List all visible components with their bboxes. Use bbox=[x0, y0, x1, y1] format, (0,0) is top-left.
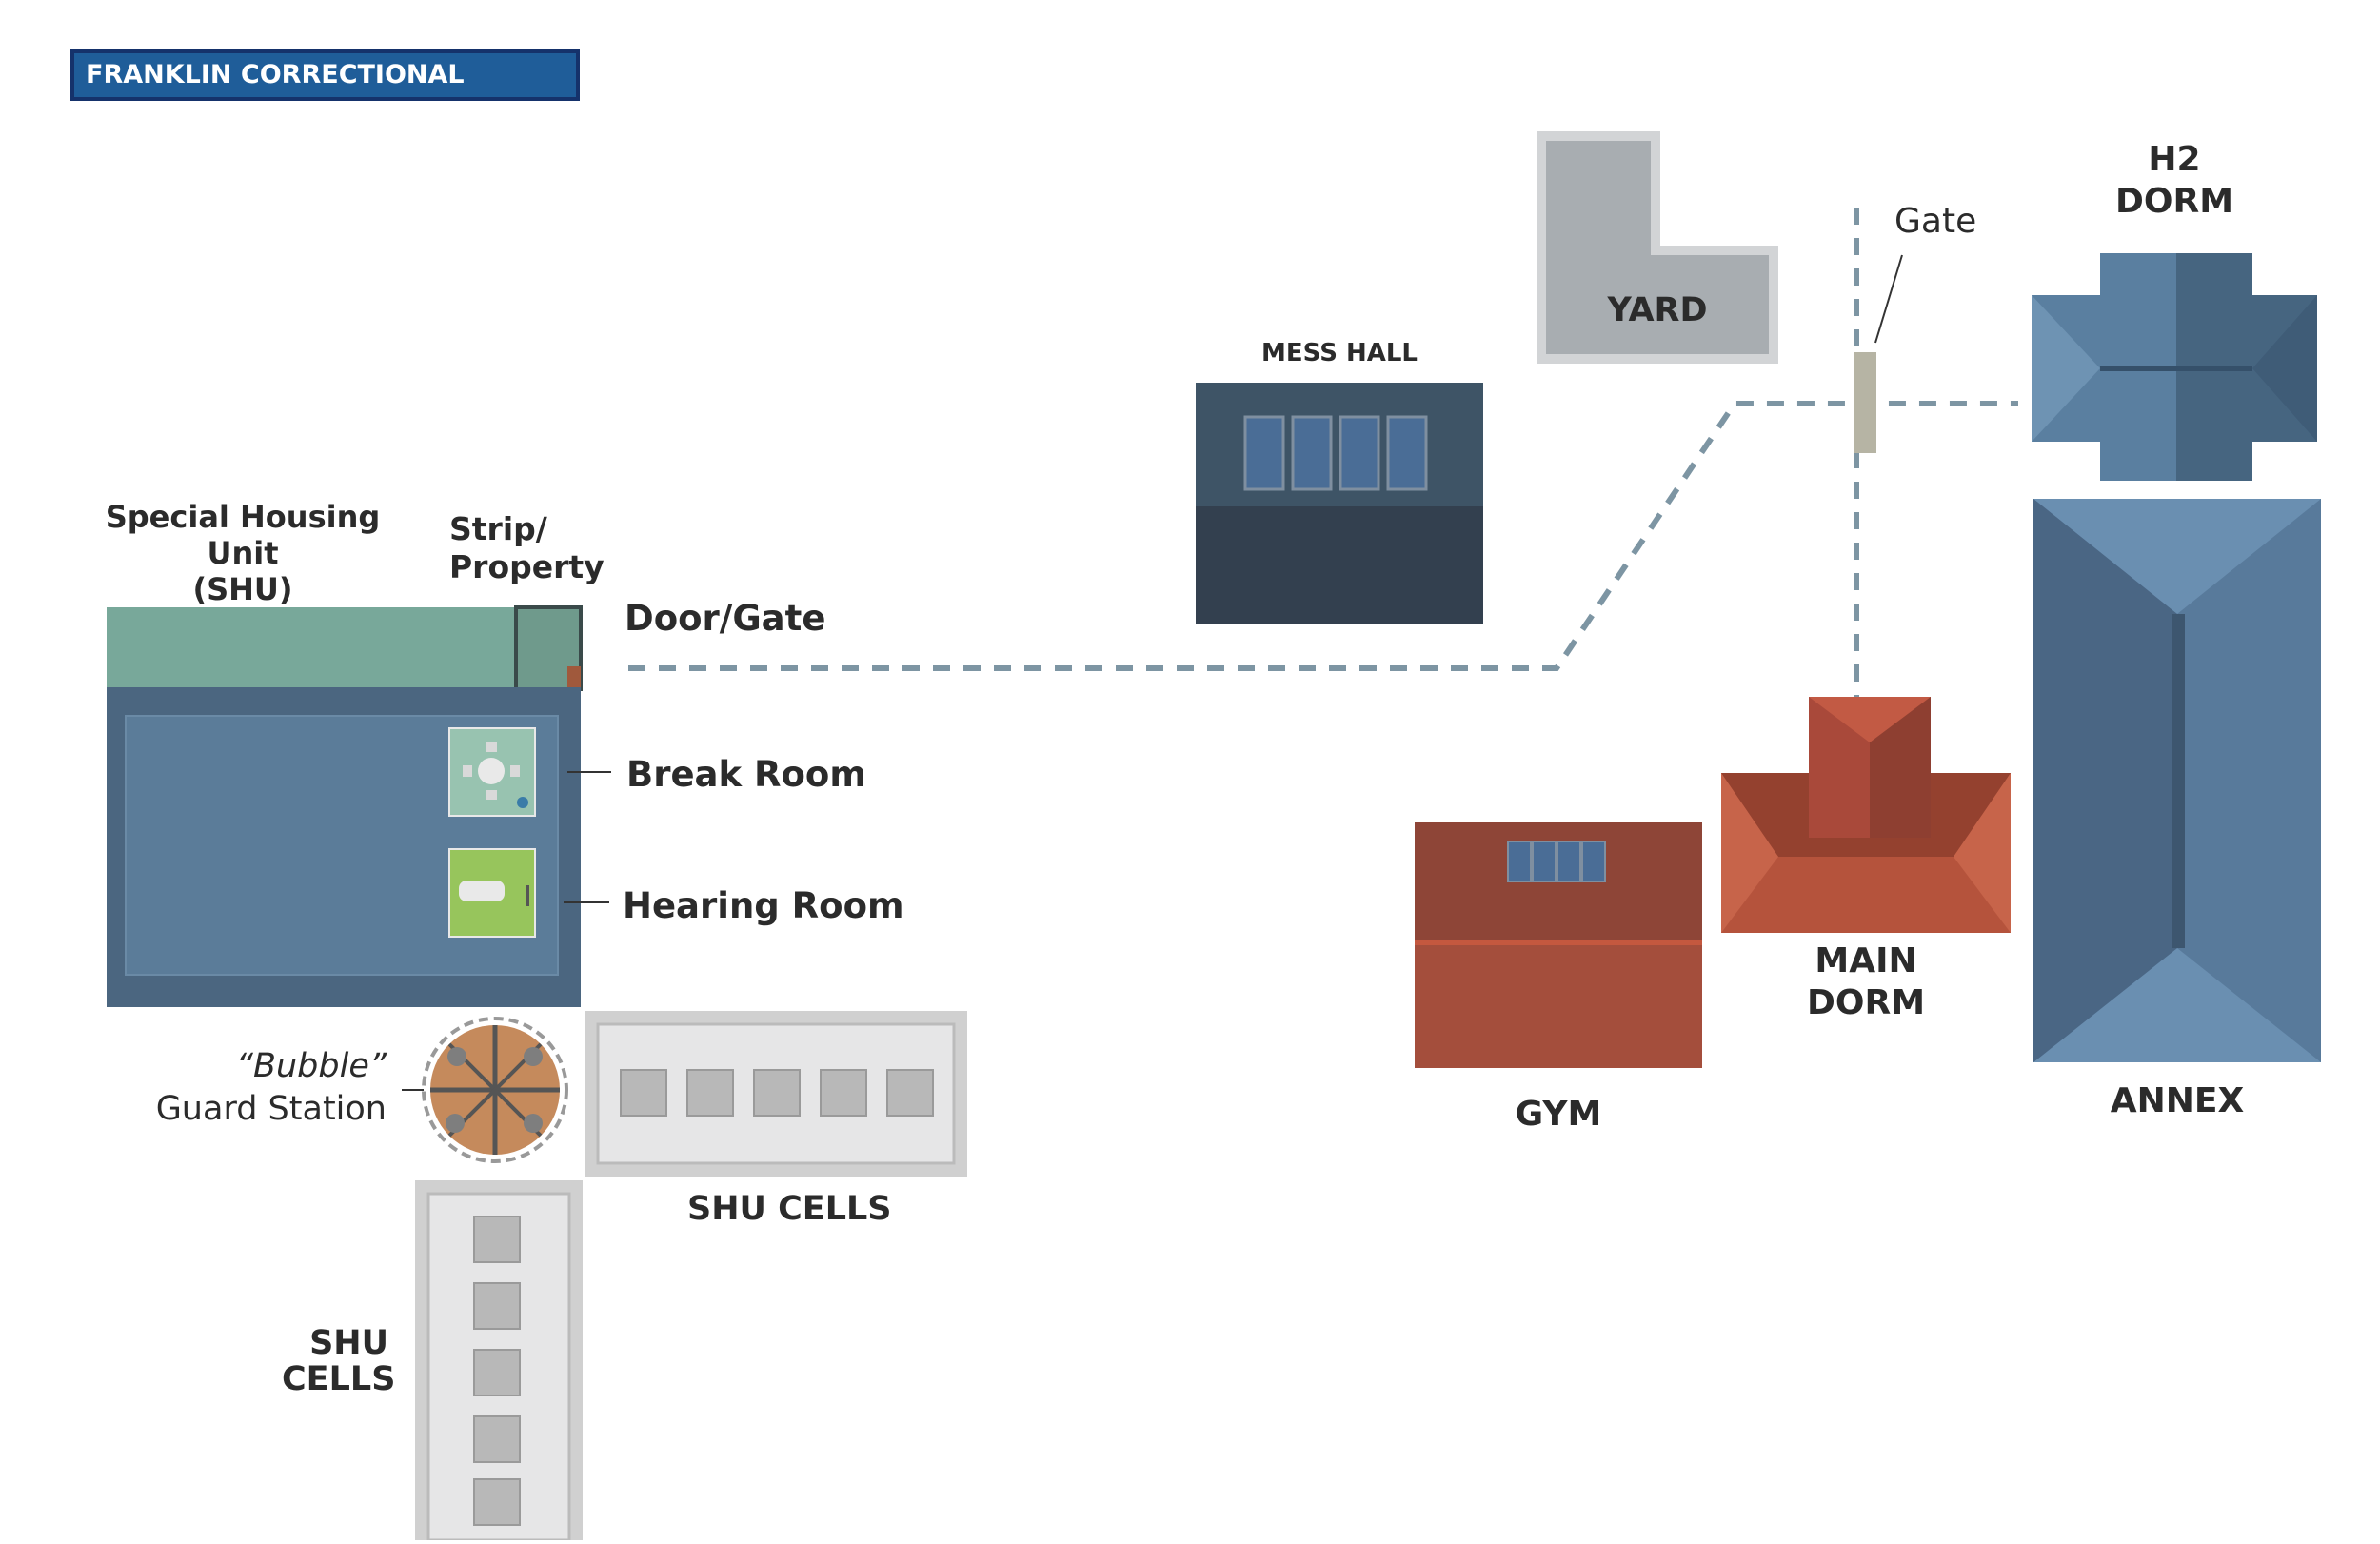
shu-cells-horizontal bbox=[585, 1011, 967, 1177]
shu-cells-vertical bbox=[415, 1180, 583, 1542]
strip-property-label: Strip/ Property bbox=[449, 510, 605, 586]
main-dorm-line1: MAIN bbox=[1815, 941, 1917, 980]
bubble-guard-station bbox=[422, 1017, 568, 1163]
hearing-room bbox=[448, 848, 536, 938]
h2-dorm-label: H2 DORM bbox=[2079, 139, 2270, 223]
shu-cells-horizontal-label: SHU CELLS bbox=[687, 1190, 892, 1228]
gym-label: GYM bbox=[1515, 1095, 1602, 1134]
gym bbox=[1415, 822, 1702, 1068]
door-gate-label: Door/Gate bbox=[625, 598, 826, 639]
main-dorm bbox=[1721, 697, 2011, 933]
mess-hall bbox=[1196, 383, 1483, 624]
guard-station-label: Guard Station bbox=[155, 1090, 387, 1128]
shu-cells-vertical-label: SHU CELLS bbox=[282, 1324, 396, 1398]
main-dorm-line2: DORM bbox=[1806, 983, 1926, 1022]
hearing-room-label: Hearing Room bbox=[623, 885, 904, 926]
break-room bbox=[448, 727, 536, 817]
mess-hall-label: MESS HALL bbox=[1261, 339, 1418, 367]
walkway-path bbox=[628, 208, 2018, 719]
strip-property-line2: Property bbox=[449, 548, 605, 585]
h2-dorm-line2: DORM bbox=[2114, 182, 2234, 221]
yard-label: YARD bbox=[1607, 291, 1708, 329]
annex bbox=[2033, 499, 2321, 1062]
shu-label-line1: Special Housing Unit bbox=[105, 499, 381, 571]
h2-dorm bbox=[2032, 253, 2317, 481]
shu-label: Special Housing Unit (SHU) bbox=[76, 499, 409, 607]
cell-row-horizontal bbox=[620, 1069, 934, 1117]
shu-label-line2: (SHU) bbox=[192, 571, 293, 607]
strip-property-line1: Strip/ bbox=[449, 510, 547, 547]
shu-cells-vertical-line2: CELLS bbox=[282, 1360, 396, 1398]
annex-label: ANNEX bbox=[2110, 1081, 2245, 1120]
yard bbox=[1537, 131, 1778, 364]
gate-post bbox=[1854, 352, 1876, 453]
shu-cells-vertical-line1: SHU bbox=[309, 1324, 388, 1362]
break-room-label: Break Room bbox=[626, 754, 866, 795]
bubble-label: “Bubble” bbox=[235, 1047, 387, 1085]
main-dorm-label: MAIN DORM bbox=[1771, 940, 1961, 1024]
gate-label: Gate bbox=[1894, 202, 1977, 241]
facility-title: FRANKLIN CORRECTIONAL FACILITY bbox=[70, 49, 580, 133]
cell-column-vertical bbox=[473, 1216, 521, 1526]
bubble-guard-station-label: “Bubble” Guard Station bbox=[143, 1045, 387, 1131]
h2-dorm-line1: H2 bbox=[2148, 140, 2201, 179]
